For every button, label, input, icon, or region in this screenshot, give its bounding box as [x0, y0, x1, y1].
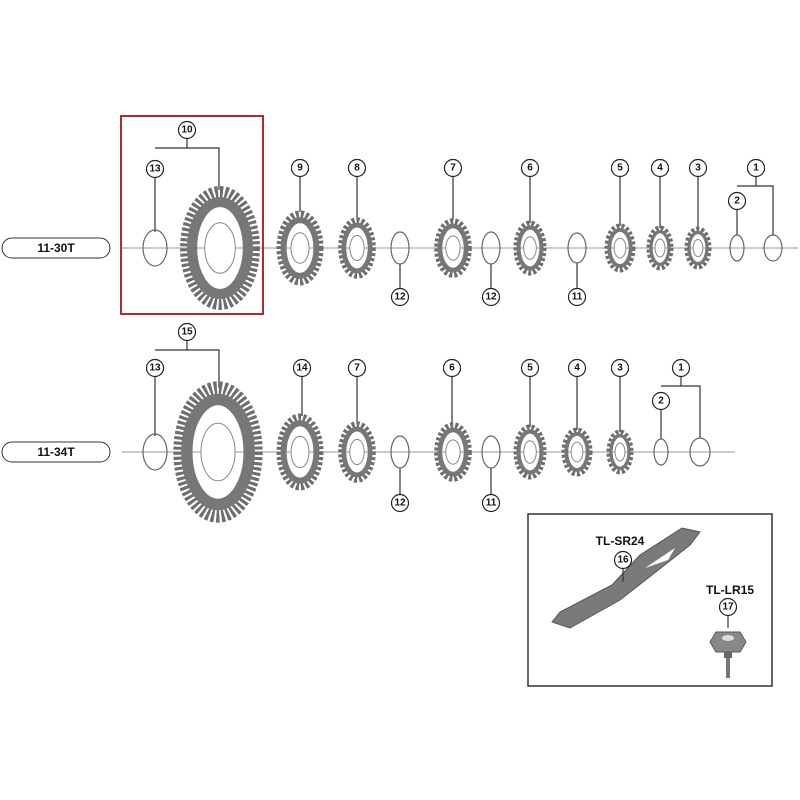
callout-label: 3	[617, 363, 623, 374]
tools-box: TL-SR24 TL-LR15	[527, 513, 773, 687]
cog	[338, 217, 376, 279]
callout-label: 13	[149, 363, 161, 374]
callout-number[interactable]: 1	[671, 358, 691, 378]
callout-label: 9	[297, 163, 303, 174]
callout-label: 6	[449, 363, 455, 374]
tools-frame	[527, 513, 773, 687]
callout-label: 13	[149, 164, 161, 175]
callout-number[interactable]: 7	[347, 358, 367, 378]
callout-label: 4	[657, 163, 663, 174]
callout-label: 12	[394, 498, 406, 509]
cog	[434, 218, 472, 278]
callout-number[interactable]: 17	[718, 597, 738, 617]
callout-label: 6	[527, 163, 533, 174]
callout-number[interactable]: 3	[610, 358, 630, 378]
callout-number[interactable]: 7	[443, 158, 463, 178]
lockring	[763, 234, 783, 262]
callout-number[interactable]: 6	[520, 158, 540, 178]
callout-label: 1	[678, 363, 684, 374]
spacer-ring	[481, 435, 501, 469]
tool-slot	[645, 548, 675, 568]
callout-number[interactable]: 8	[347, 158, 367, 178]
callout-label: 3	[695, 163, 701, 174]
callout-number[interactable]: 4	[650, 158, 670, 178]
cog	[338, 421, 376, 483]
callout-number[interactable]: 14	[292, 358, 312, 378]
callout-label: 5	[527, 363, 533, 374]
lockring-tool	[709, 631, 747, 653]
callout-label: 17	[722, 602, 734, 613]
callout-number[interactable]: 3	[688, 158, 708, 178]
sprocket-remover-tool	[551, 527, 701, 629]
cog	[606, 429, 634, 475]
callout-number[interactable]: 1	[746, 158, 766, 178]
spacer-ring	[390, 435, 410, 469]
cog	[646, 225, 674, 271]
row-label-box	[1, 441, 111, 463]
spacer-ring	[567, 232, 587, 264]
cassette-cog-block	[180, 186, 260, 310]
callout-number[interactable]: 4	[567, 358, 587, 378]
cog	[276, 210, 324, 286]
cassette-cog-block	[173, 381, 263, 523]
row-label: 11-34T	[37, 445, 75, 459]
callout-number[interactable]: 10	[177, 120, 197, 140]
callout-number[interactable]: 2	[727, 191, 747, 211]
spacer-ring	[729, 234, 745, 262]
callout-label: 2	[734, 196, 740, 207]
cog	[684, 226, 712, 270]
cog	[434, 422, 472, 482]
callout-number[interactable]: 12	[390, 287, 410, 307]
callout-number[interactable]: 6	[442, 358, 462, 378]
callout-number[interactable]: 12	[481, 287, 501, 307]
callout-label: 16	[617, 555, 629, 566]
callout-number[interactable]: 5	[520, 358, 540, 378]
tool-label-tl-sr24: TL-SR24	[596, 534, 645, 548]
spacer-ring	[481, 231, 501, 265]
spacer-ring	[142, 229, 168, 267]
callout-number[interactable]: 13	[145, 358, 165, 378]
callout-label: 7	[450, 163, 456, 174]
callout-number[interactable]: 12	[390, 493, 410, 513]
row-label-box	[1, 237, 111, 259]
callout-number[interactable]: 11	[481, 493, 501, 513]
callout-label: 5	[617, 163, 623, 174]
cog	[561, 427, 593, 477]
callout-number[interactable]: 5	[610, 158, 630, 178]
row-label: 11-30T	[37, 241, 75, 255]
spacer-ring	[390, 231, 410, 265]
callout-label: 14	[296, 363, 308, 374]
callout-label: 8	[354, 163, 360, 174]
callout-number[interactable]: 16	[613, 550, 633, 570]
callout-label: 15	[181, 327, 193, 338]
callout-number[interactable]: 15	[177, 322, 197, 342]
cog	[276, 413, 324, 491]
lockring	[689, 437, 711, 467]
callout-label: 12	[485, 292, 497, 303]
highlight-box	[120, 115, 264, 315]
spacer-ring	[653, 438, 669, 466]
spacer-ring	[142, 433, 168, 471]
tool-label-tl-lr15: TL-LR15	[706, 583, 754, 597]
callout-number[interactable]: 11	[567, 287, 587, 307]
cog	[513, 424, 547, 480]
cog	[513, 220, 547, 276]
callout-label: 7	[354, 363, 360, 374]
callout-label: 1	[753, 163, 759, 174]
callout-number[interactable]: 9	[290, 158, 310, 178]
callout-label: 11	[486, 498, 497, 509]
cog	[604, 223, 636, 273]
callout-label: 11	[572, 292, 583, 303]
callout-label: 12	[394, 292, 406, 303]
callout-label: 4	[574, 363, 580, 374]
callout-number[interactable]: 2	[651, 391, 671, 411]
callout-label: 10	[181, 125, 193, 136]
callout-number[interactable]: 13	[145, 159, 165, 179]
callout-label: 2	[658, 396, 664, 407]
